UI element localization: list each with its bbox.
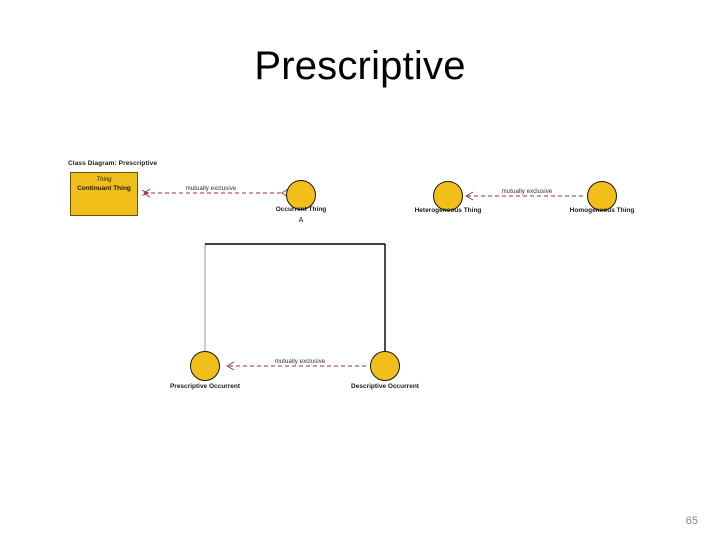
- page-title: Prescriptive: [254, 44, 466, 88]
- node-descriptive-occurrent[interactable]: [370, 351, 400, 381]
- edge-label-mutually-exclusive-3: mutually exclusive: [274, 359, 326, 365]
- diagram-caption: Class Diagram: Prescriptive: [68, 160, 158, 167]
- class-box-stereotype: Thing: [96, 177, 112, 183]
- relation-arrowhead-1: [143, 188, 151, 198]
- relation-arrowhead-3: [226, 361, 235, 371]
- node-label-descriptive-occurrent: Descriptive Occurrent: [351, 383, 419, 390]
- edge-label-mutually-exclusive-2: mutually exclusive: [501, 189, 553, 195]
- node-label-heterogeneous-thing: Heterogeneous Thing: [414, 207, 482, 214]
- page-number: 65: [685, 515, 698, 527]
- node-sublabel-occurrent-thing: A: [298, 217, 304, 224]
- class-box-name: Continuant Thing: [77, 185, 131, 192]
- edge-label-mutually-exclusive-1: mutually exclusive: [185, 186, 237, 192]
- node-heterogeneous-thing[interactable]: [433, 181, 463, 211]
- node-label-homogeneous-thing: Homogeneous Thing: [569, 207, 635, 214]
- class-box-continuant-thing[interactable]: Thing Continuant Thing: [70, 172, 138, 216]
- node-prescriptive-occurrent[interactable]: [190, 351, 220, 381]
- node-label-prescriptive-occurrent: Prescriptive Occurrent: [169, 383, 241, 390]
- node-label-occurrent-thing: Occurrent Thing: [275, 206, 327, 213]
- node-homogeneous-thing[interactable]: [587, 181, 617, 211]
- relation-arrowhead-2: [465, 191, 474, 201]
- node-occurrent-thing[interactable]: [286, 180, 316, 210]
